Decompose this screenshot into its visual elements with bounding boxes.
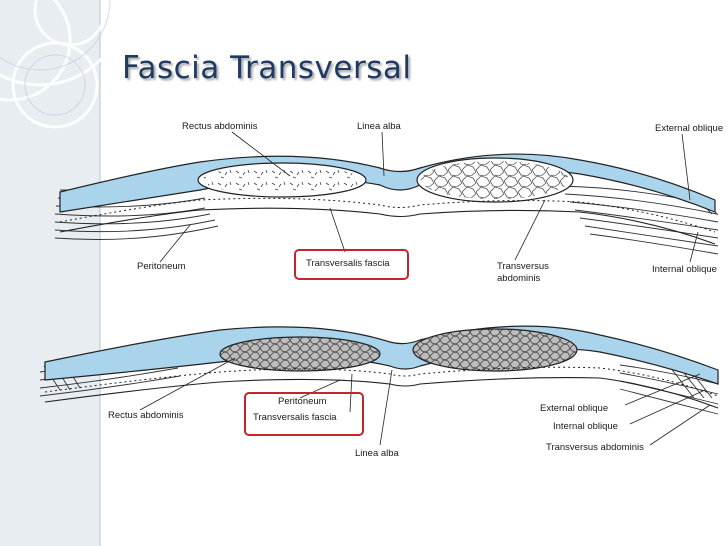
bottom-label-transversus-abdominis: Transversus abdominis <box>546 442 644 453</box>
top-peritoneum <box>59 207 716 245</box>
top-label-linea-alba: Linea alba <box>357 121 401 132</box>
sidebar-arcs <box>0 0 127 129</box>
bottom-label-external-oblique: External oblique <box>540 403 609 414</box>
top-fascia-sheath <box>59 153 716 213</box>
top-label-rectus-abdominis: Rectus abdominis <box>182 121 258 132</box>
bottom-label-linea-alba: Linea alba <box>355 448 399 459</box>
top-label-internal-oblique: Internal oblique <box>652 264 717 275</box>
bottom-label-peritoneum: Peritoneum <box>278 396 327 407</box>
bottom-label-transversalis-fascia: Transversalis fascia <box>253 412 337 423</box>
top-label-transversalis-fascia: Transversalis fascia <box>306 258 390 269</box>
bottom-rectus-right <box>412 328 578 372</box>
sidebar-panel <box>0 0 100 546</box>
bottom-fascia-sheath <box>44 325 719 385</box>
bottom-rectus-left <box>219 336 381 372</box>
top-label-external-oblique: External oblique <box>655 123 724 134</box>
top-transversalis-highlight-box <box>294 249 409 280</box>
bottom-cross-section <box>39 325 719 446</box>
slide-title: Fascia Transversal <box>122 50 412 86</box>
bottom-peritoneum <box>44 377 719 409</box>
top-cross-section <box>54 131 719 263</box>
top-transversalis-fascia <box>59 197 716 233</box>
bottom-transversalis-fascia <box>44 366 719 397</box>
top-label-transversus-abdominis-line1: Transversus <box>497 261 549 272</box>
top-label-transversus-abdominis-line2: abdominis <box>497 273 541 284</box>
bottom-label-rectus-abdominis: Rectus abdominis <box>108 410 184 421</box>
bottom-transversalis-highlight-box <box>244 392 364 436</box>
bottom-label-internal-oblique: Internal oblique <box>553 421 618 432</box>
top-label-peritoneum: Peritoneum <box>137 261 186 272</box>
